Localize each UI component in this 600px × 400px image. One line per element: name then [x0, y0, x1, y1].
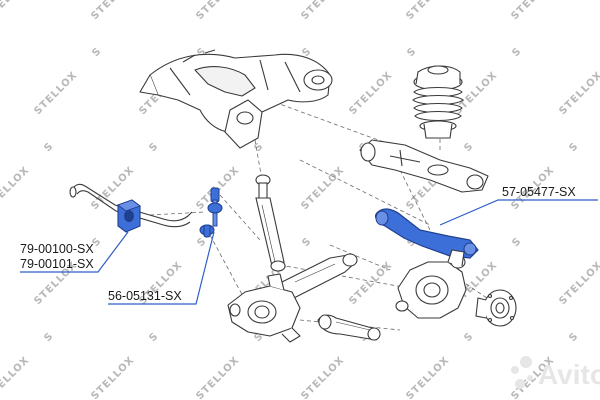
stellox-logo-mark: S — [462, 141, 476, 155]
callout-leader-lines — [20, 199, 598, 305]
lower-spring-arm — [359, 139, 489, 193]
subframe — [139, 49, 333, 149]
left-knuckle — [227, 273, 301, 343]
stellox-logo-mark: S — [405, 46, 419, 60]
callout-label-56-05131-sx: 56-05131-SX — [108, 289, 182, 303]
stellox-watermark-text: STELLOX — [194, 0, 241, 22]
stellox-watermark-text: STELLOX — [194, 355, 241, 400]
rear-lower-arm — [317, 314, 381, 341]
stabilizer-link-highlight — [199, 187, 223, 238]
stellox-logo-mark: S — [510, 236, 524, 250]
stellox-watermark-text: STELLOX — [299, 0, 346, 22]
stellox-watermark-text: STELLOX — [0, 355, 32, 400]
stellox-watermark-text: STELLOX — [404, 355, 451, 400]
stellox-watermark-text: STELLOX — [404, 0, 451, 22]
stellox-logo-mark: S — [510, 46, 524, 60]
stellox-logo-mark: S — [567, 141, 581, 155]
avito-logo-text: Avito — [538, 359, 600, 390]
stellox-logo-mark: S — [567, 331, 581, 345]
stellox-watermark-text: STELLOX — [299, 165, 346, 212]
stellox-watermark-text: STELLOX — [347, 70, 394, 117]
callout-label-79-00101-sx: 79-00101-SX — [20, 257, 94, 271]
stellox-watermark-text: STELLOX — [347, 260, 394, 307]
stellox-watermark-text: STELLOX — [0, 0, 32, 22]
coil-spring — [412, 65, 464, 139]
highlighted-upper-arm — [375, 208, 479, 259]
stellox-logo-mark: S — [42, 141, 56, 155]
stellox-watermark-text: STELLOX — [509, 0, 556, 22]
shock-absorber — [255, 174, 286, 272]
stellox-watermark-text: STELLOX — [32, 70, 79, 117]
stabilizer-bushing-highlight — [117, 199, 141, 233]
stellox-watermark-text: STELLOX — [557, 70, 600, 117]
avito-watermark: Avito — [511, 356, 600, 390]
stellox-watermark-text: STELLOX — [299, 355, 346, 400]
stellox-watermark-text: STELLOX — [89, 0, 136, 22]
stellox-logo-mark: S — [147, 331, 161, 345]
right-knuckle — [395, 249, 467, 319]
wheel-hub — [475, 289, 517, 327]
stellox-logo-mark: S — [90, 46, 104, 60]
callout-label-57-05477-sx: 57-05477-SX — [502, 185, 576, 199]
stellox-watermark-text: STELLOX — [557, 260, 600, 307]
stellox-watermark-text: STELLOX — [0, 165, 32, 212]
stellox-logo-mark: S — [300, 236, 314, 250]
stellox-logo-mark: S — [252, 141, 266, 155]
stellox-logo-mark: S — [462, 331, 476, 345]
callout-label-79-00100-sx: 79-00100-SX — [20, 242, 94, 256]
stellox-logo-mark: S — [195, 236, 209, 250]
stellox-watermark-text: STELLOX — [89, 355, 136, 400]
stellox-logo-mark: S — [147, 141, 161, 155]
stellox-logo-mark: S — [42, 331, 56, 345]
